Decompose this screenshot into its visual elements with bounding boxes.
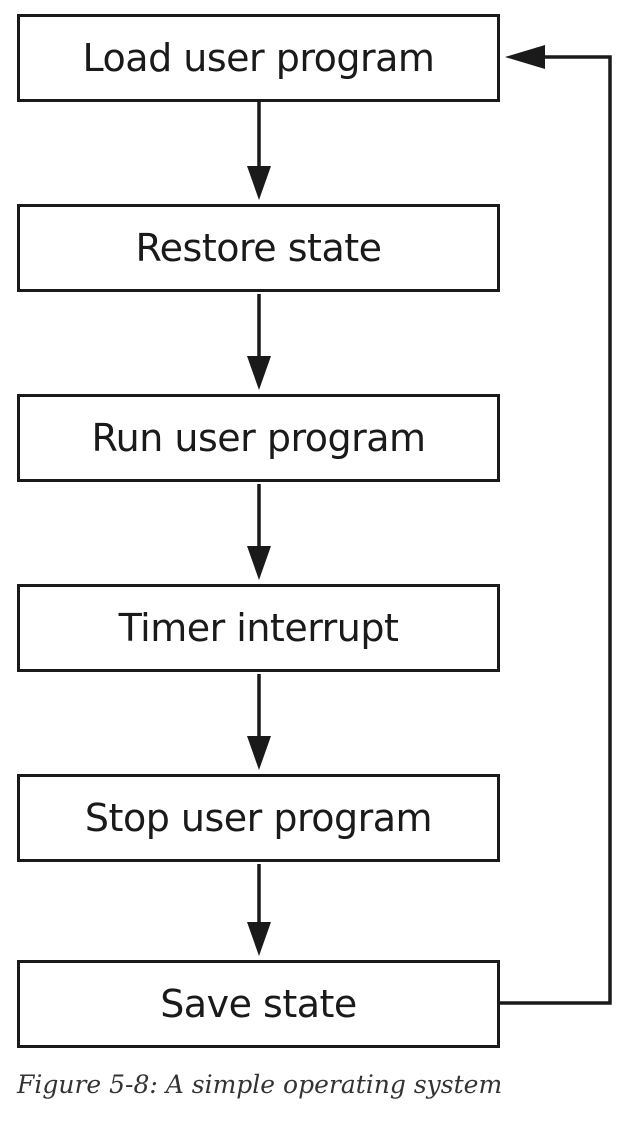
step-timer-interrupt: Timer interrupt (17, 584, 500, 672)
step-run-user-program: Run user program (17, 394, 500, 482)
loop-arrowhead (505, 45, 545, 69)
loop-back-line (500, 55, 612, 1005)
figure-caption: Figure 5-8: A simple operating system (17, 1070, 503, 1099)
arrowhead-5 (247, 922, 271, 956)
step-save-state: Save state (17, 960, 500, 1048)
arrowhead-4 (247, 736, 271, 770)
step-stop-user-program: Stop user program (17, 774, 500, 862)
arrowhead-2 (247, 356, 271, 390)
step-load-user-program: Load user program (17, 14, 500, 102)
step-restore-state: Restore state (17, 204, 500, 292)
arrowhead-1 (247, 166, 271, 200)
arrowhead-3 (247, 546, 271, 580)
